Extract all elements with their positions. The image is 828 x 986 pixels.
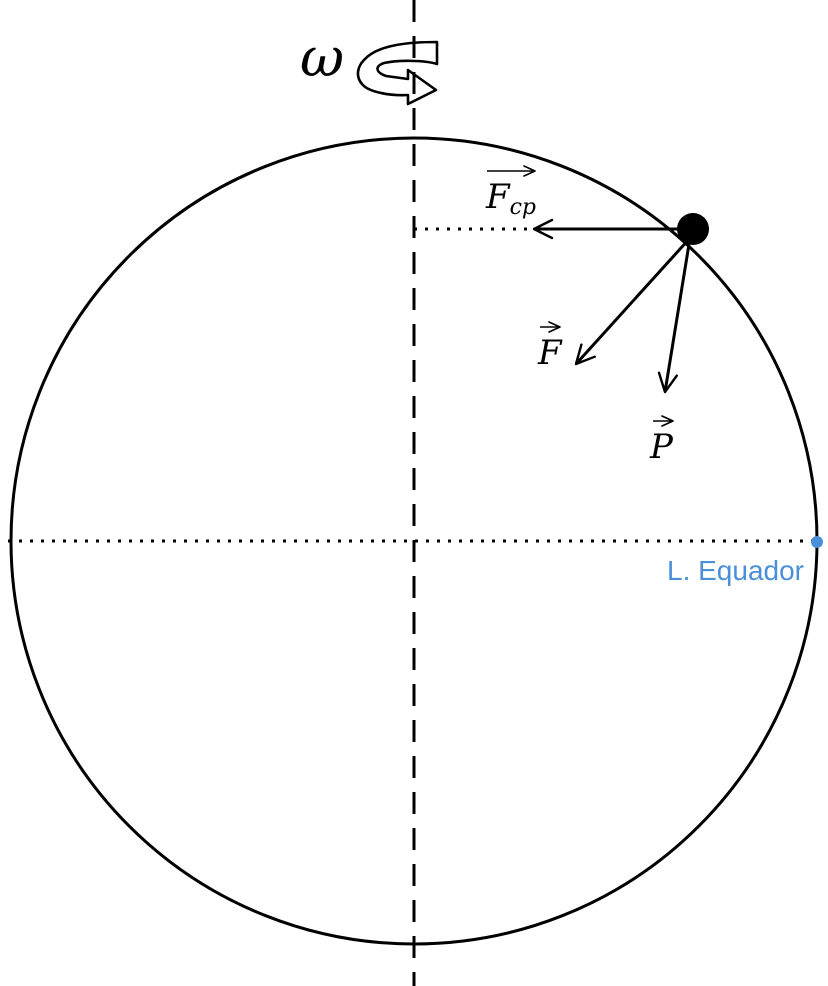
resultant-force-label: F: [537, 321, 563, 373]
centripetal-force-label: Fcp: [485, 165, 536, 220]
resultant-force-vector: [574, 236, 692, 366]
resultant-force-symbol: F: [537, 333, 563, 373]
centripetal-force-symbol: F: [485, 177, 511, 217]
weight-label: P: [649, 415, 674, 467]
svg-text:Fcp: Fcp: [485, 177, 536, 220]
weight-vector: [657, 237, 692, 394]
omega-symbol: ω: [300, 26, 344, 89]
equator-label: L. Equador: [667, 555, 804, 586]
equator-point: [811, 536, 823, 548]
body-point: [677, 213, 709, 245]
centripetal-force-subscript: cp: [510, 195, 536, 220]
weight-symbol: P: [649, 427, 674, 467]
rotation-arrow-icon: [356, 40, 439, 106]
